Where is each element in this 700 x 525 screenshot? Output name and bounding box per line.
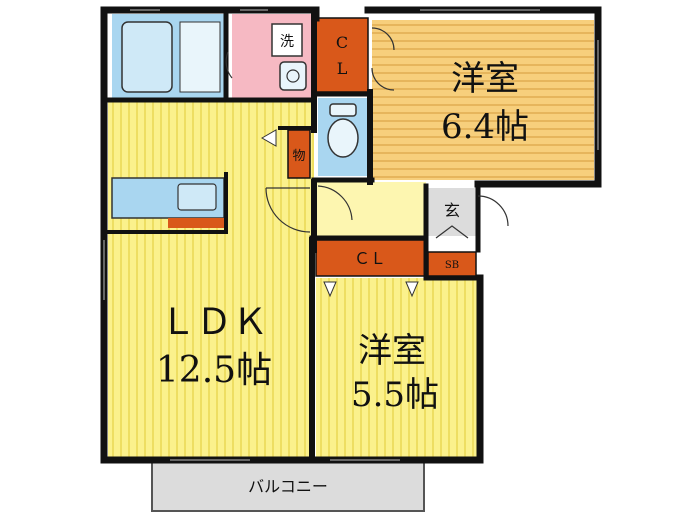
entrance-label: 玄: [444, 201, 460, 220]
bathroom: [112, 14, 228, 98]
closet-a-label-l: L: [337, 59, 348, 78]
washroom: 洗: [232, 14, 312, 98]
closet-door-marks: [260, 129, 419, 298]
bedroom-6-4-name: 洋室: [451, 59, 519, 99]
toilet-bowl: [327, 118, 359, 158]
entrance: 玄: [428, 188, 476, 236]
storage-label: 物: [292, 149, 305, 164]
bedroom-6-4: 洋室 6.4帖: [372, 20, 594, 180]
closet-a-label-c: C: [336, 33, 348, 52]
bedroom-6-4-size: 6.4帖: [441, 107, 529, 147]
wash-basin: [279, 61, 307, 91]
kitchen-counter: [111, 177, 225, 228]
bathtub: [121, 21, 173, 93]
toilet-tank: [329, 103, 357, 117]
walls: [100, 6, 602, 464]
bedroom-5-5-size: 5.5帖: [351, 375, 439, 415]
balcony-label: バルコニー: [248, 477, 328, 496]
ldk-size: 12.5帖: [156, 350, 272, 391]
bedroom-5-5: 洋室 5.5帖: [316, 278, 478, 458]
door-swings: [225, 27, 509, 239]
windows: [103, 9, 599, 461]
washing-machine: [271, 23, 303, 57]
laundry-label: 洗: [280, 34, 294, 50]
closet-bedroom-5-5: ＣＬ: [315, 239, 427, 277]
balcony: バルコニー: [151, 460, 425, 512]
bedroom-5-5-name: 洋室: [358, 331, 426, 371]
ldk-name: ＬＤＫ: [160, 302, 268, 343]
storage: 物: [287, 129, 311, 179]
shoe-box-label: SB: [445, 260, 459, 271]
closet-bedroom-6-4: C L: [315, 17, 369, 93]
ldk-room: ＬＤＫ 12.5帖: [108, 102, 314, 458]
toilet-room: [318, 98, 368, 176]
shoe-box: SB: [427, 251, 477, 277]
closet-b-label: ＣＬ: [354, 249, 386, 268]
sink: [177, 183, 217, 211]
